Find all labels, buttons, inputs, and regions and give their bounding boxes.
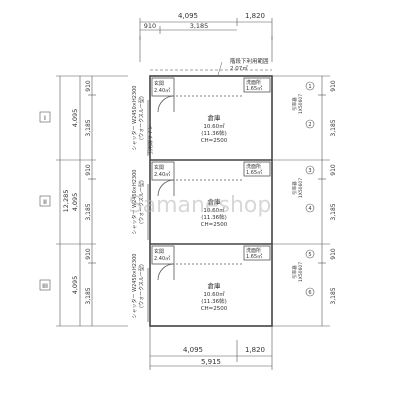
unit1-shutter: シャッター W2450×H2300 — [131, 86, 138, 151]
unit2-washroom-area: 1.65㎡ — [246, 169, 262, 176]
unit1-drain: 引率器 — [291, 97, 298, 111]
unit1-entrance-area: 2.40㎡ — [154, 87, 170, 94]
unit3-washroom-area: 1.65㎡ — [246, 253, 262, 260]
right-dimensions — [272, 75, 330, 327]
unit3-storage-label: 倉庫 — [208, 281, 222, 290]
top-total-dim: 4,095 — [178, 12, 198, 20]
building-outline — [149, 69, 273, 327]
left-row-910-3: 910 — [85, 248, 92, 260]
unit3-washroom-label: 洗面所 — [246, 247, 261, 254]
left-row-3185-3: 3,185 — [85, 287, 92, 304]
unit1-washroom-area: 1.65㎡ — [246, 85, 262, 92]
unit2-shutter: シャッター W2450×H2300 — [131, 170, 138, 235]
unit2-storage-label: 倉庫 — [208, 197, 222, 206]
center-line-label: 引用線ライン — [147, 125, 154, 155]
unit3-drain: 引率器 — [291, 265, 298, 279]
left-row-3185-1: 3,185 — [85, 119, 92, 136]
unit3-storage-area: 10.60㎡ — [203, 290, 225, 298]
unit3-storage-tatami: (11.36帖) — [201, 297, 227, 305]
unit1-storage-area: 10.60㎡ — [203, 122, 225, 130]
unit2-drain: 引率器 — [291, 181, 298, 195]
left-unit1-dim: 4,095 — [71, 109, 79, 128]
unit-id-2: II — [43, 198, 47, 206]
unit2-storage-area: 10.60㎡ — [203, 206, 225, 214]
unit-1: 玄関 2.40㎡ 洗面所 1.65㎡ 倉庫 10.60㎡ (11.36帖) CH… — [151, 77, 271, 144]
unit3-entrance-area: 2.40㎡ — [154, 255, 170, 262]
unit-id-boxes — [39, 111, 51, 291]
unit2-storage-ch: CH=2500 — [201, 222, 228, 228]
unit-2: 玄関 2.40㎡ 洗面所 1.65㎡ 倉庫 10.60㎡ (11.36帖) CH… — [151, 161, 271, 228]
unit3-storage-ch: CH=2500 — [201, 306, 228, 312]
bottom-left-dim: 4,095 — [183, 346, 203, 354]
right-row-3185-2: 3,185 — [330, 203, 337, 220]
left-total-dim: 12,285 — [62, 190, 70, 213]
unit3-entrance-label: 玄関 — [154, 248, 164, 255]
top-note-leader — [217, 61, 223, 76]
unit-3: 玄関 2.40㎡ 洗面所 1.65㎡ 倉庫 10.60㎡ (11.36帖) CH… — [151, 245, 271, 312]
unit2-washroom-label: 洗面所 — [246, 163, 261, 170]
unit1-walkthrough: (ウォークスルー型) — [138, 96, 145, 140]
right-marker-4: 4 — [308, 206, 311, 212]
unit-id-1: I — [44, 114, 46, 122]
bottom-right-dim: 1,820 — [245, 346, 265, 354]
right-row-3185-3: 3,185 — [330, 287, 337, 304]
top-sub-left-dim: 910 — [144, 22, 156, 30]
watermark: Samaneshop — [129, 193, 272, 218]
right-row-910-3: 910 — [330, 248, 337, 260]
unit1-drain-code: 1X50607 — [298, 94, 304, 114]
right-row-910-1: 910 — [330, 80, 337, 92]
left-row-3185-2: 3,185 — [85, 203, 92, 220]
left-unit3-dim: 4,095 — [71, 276, 79, 295]
unit2-drain-code: 1X50607 — [298, 178, 304, 198]
left-row-910-1: 910 — [85, 80, 92, 92]
unit1-storage-tatami: (11.36帖) — [201, 129, 227, 137]
unit3-shutter: シャッター W2450×H2300 — [131, 254, 138, 319]
right-row-910-2: 910 — [330, 164, 337, 176]
unit1-storage-label: 倉庫 — [208, 113, 222, 122]
right-marker-2: 2 — [308, 122, 311, 128]
unit2-entrance-area: 2.40㎡ — [154, 171, 170, 178]
unit2-entrance-label: 玄関 — [154, 164, 164, 171]
right-markers — [305, 81, 315, 297]
unit3-walkthrough: (ウォークスルー型) — [138, 264, 145, 308]
right-marker-6: 6 — [308, 290, 311, 296]
top-right-dim: 1,820 — [245, 12, 265, 20]
right-row-3185-1: 3,185 — [330, 119, 337, 136]
unit1-washroom-label: 洗面所 — [246, 79, 261, 86]
top-note-area: 2.07㎡ — [230, 64, 248, 72]
top-note: 階段下利用範囲 — [230, 57, 269, 65]
unit-id-3: III — [42, 282, 48, 290]
unit2-walkthrough: (ウォークスルー型) — [138, 180, 145, 224]
unit1-entrance-label: 玄関 — [154, 80, 164, 87]
left-dimensions — [56, 75, 128, 327]
top-dimensions — [139, 18, 273, 62]
right-marker-1: 1 — [308, 84, 311, 90]
right-marker-3: 3 — [308, 168, 311, 174]
right-marker-5: 5 — [308, 252, 311, 258]
left-row-910-2: 910 — [85, 164, 92, 176]
bottom-total-dim: 5,915 — [201, 358, 221, 366]
unit2-storage-tatami: (11.36帖) — [201, 213, 227, 221]
unit3-drain-code: 1X50607 — [298, 262, 304, 282]
unit1-storage-ch: CH=2500 — [201, 138, 228, 144]
bottom-dimensions — [149, 326, 273, 370]
left-unit2-dim: 4,095 — [71, 193, 79, 212]
top-sub-mid-dim: 3,185 — [190, 22, 209, 30]
